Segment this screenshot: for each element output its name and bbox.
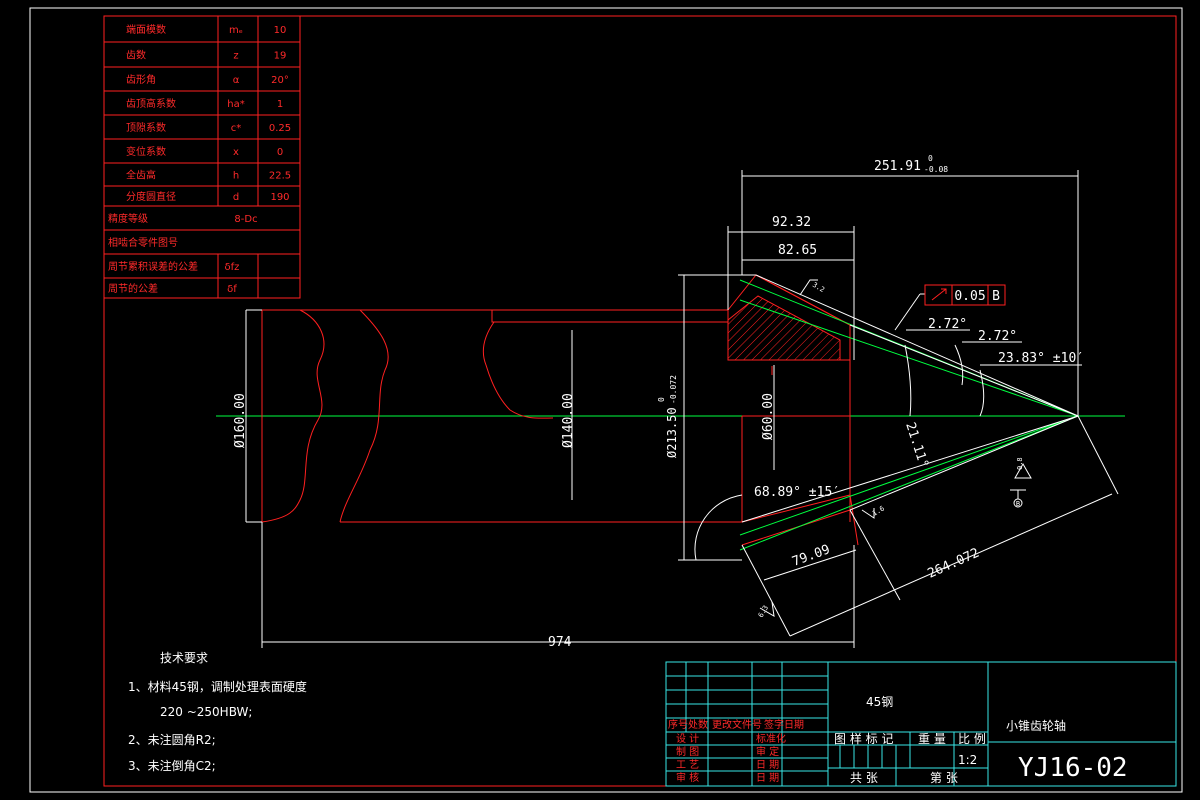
param-name: 相啮合零件图号 [108,236,178,249]
inner-frame [103,15,1177,787]
param-value: 0 [277,147,283,158]
roughness-0.8: 0.8 [1016,457,1024,470]
param-symbol: d [233,192,239,203]
param-value: 0.25 [269,123,291,134]
param-symbol: x [233,147,239,158]
outer-frame [29,7,1183,793]
dim-92: 92.32 [772,215,811,230]
param-name: 顶隙系数 [126,121,166,134]
roughness-1.6: 1.6 [871,504,886,517]
param-value: 1 [277,99,283,110]
tolerance-datum: B [992,289,1000,304]
tb-row-mid: 审 定 [756,745,779,758]
dim-angle23: 23.83° ±10′ [998,351,1084,366]
tb-header: 更改文件号 [712,718,762,731]
dim-angle272b: 2.72° [978,329,1017,344]
param-value: 22.5 [269,171,291,182]
dim-79: 79.09 [790,542,832,569]
roughness-6.3: 6.3 [757,604,770,619]
tb-drawing-no: YJ16-02 [1018,753,1128,783]
datum-b-label: B [1016,500,1020,508]
roughness-3.2: 3.2 [811,281,826,294]
tb-header: 日期 [784,719,804,731]
shaft-outline [261,274,859,546]
cone-lines [739,274,1079,551]
tb-row-left: 工 艺 [676,759,699,771]
dim-dia213-tol-low: -0.072 [669,375,678,404]
dim-dia160: Ø160.00 [233,393,248,448]
dimension-lines [245,170,1119,648]
param-name: 全齿高 [126,169,156,182]
param-name: 齿数 [126,49,146,62]
param-symbol: δf [227,284,237,295]
dim-dia213-tol-up: 0 [657,397,666,402]
param-symbol: δfz [225,262,240,273]
tb-mark-label: 图 样 标 记 [834,731,893,746]
dim-total-length: 251.91 [874,159,921,174]
dim-total-tol-low: -0.08 [924,165,948,174]
param-name: 周节累积误差的公差 [108,260,198,273]
dim-angle272a: 2.72° [928,317,967,332]
tb-header: 签字 [764,718,784,731]
param-name: 分度圆直径 [126,190,176,203]
param-value: 20° [271,75,289,86]
tb-scale: 1:2 [958,753,977,767]
dim-total-tol-up: 0 [928,154,933,163]
tech-req-line: 2、未注圆角R2; [128,732,216,747]
tb-header: 序号 [668,718,688,731]
tolerance-value: 0.05 [954,289,985,304]
dim-dia213: Ø213.50 [665,407,679,458]
dim-dia140: Ø140.00 [561,393,576,448]
tech-req-line: 3、未注倒角C2; [128,758,216,773]
tb-row-mid: 标准化 [756,732,786,745]
param-value: 10 [274,25,287,36]
tech-req-line: 1、材料45钢，调制处理表面硬度 [128,679,307,694]
tb-part-name: 小锥齿轮轴 [1006,718,1066,733]
tb-row-left: 审 核 [676,771,699,784]
tb-material: 45钢 [866,695,893,709]
dim-82: 82.65 [778,243,817,258]
param-symbol: α [233,75,240,86]
geometric-tolerance-frame [924,284,1006,306]
dim-dia60: Ø60.00 [761,393,776,440]
parameter-table: 端面模数 mₑ 10 齿数 z 19 齿形角 α 20° 齿顶高系数 ha* 1 顶隙系数 c* 0.25 变… [103,15,301,299]
param-value: 19 [274,51,287,62]
tech-req-title: 技术要求 [160,651,208,665]
tech-req-line: 220 ~250HBW; [160,705,252,719]
tb-row-mid: 日 期 [756,772,779,784]
param-symbol: c* [231,123,242,134]
title-block [665,661,1177,787]
param-name: 变位系数 [126,145,166,158]
param-name: 齿顶高系数 [126,97,176,110]
tb-sheet-total: 共 张 [850,771,878,785]
tb-mark-label: 重 量 [918,732,946,746]
param-symbol: mₑ [229,25,243,36]
tb-mark-label: 比 例 [958,732,986,746]
param-name: 精度等级 [108,212,148,225]
param-name: 周节的公差 [108,282,158,295]
param-name: 端面模数 [126,23,166,36]
roughness-marks [759,279,1032,617]
param-symbol: ha* [227,99,244,110]
dim-974: 974 [548,635,572,650]
tb-header: 处数 [688,718,708,731]
dim-angle68: 68.89° ±15′ [754,485,840,500]
tb-sheet-number: 第 张 [930,771,958,785]
param-symbol: z [233,51,238,62]
param-name: 齿形角 [126,74,156,86]
tb-row-mid: 日 期 [756,759,779,771]
dim-angle21: 21.11° [902,421,931,470]
param-value: 8-Dc [234,214,257,225]
dim-264: 264.072 [926,546,982,582]
param-value: 190 [270,192,289,203]
tb-row-left: 设 计 [676,732,699,745]
param-symbol: h [233,171,239,182]
tb-row-left: 制 图 [676,745,699,758]
